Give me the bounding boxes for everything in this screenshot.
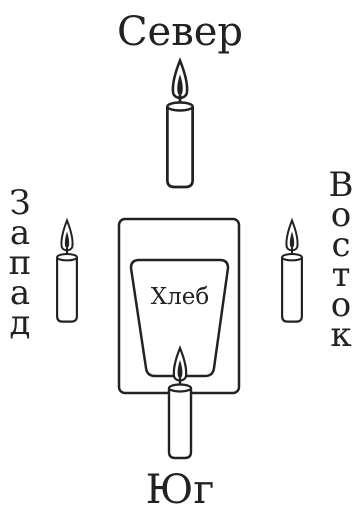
east-label: В о с т о к	[329, 165, 354, 355]
north-label: Север	[117, 9, 243, 55]
east-letter-4: т	[332, 255, 351, 295]
west-candle	[55, 219, 79, 323]
west-letter-4: а	[10, 273, 30, 313]
east-letter-6: к	[330, 315, 351, 355]
east-letter-3: с	[331, 225, 350, 265]
west-letter-2: а	[10, 213, 30, 253]
east-letter-1: В	[329, 165, 354, 205]
bread-shape	[129, 258, 230, 378]
west-label: З а п а д	[9, 183, 32, 343]
bread-label: Хлеб	[151, 284, 209, 310]
south-label: Юг	[146, 467, 215, 513]
east-letter-5: о	[331, 285, 351, 325]
east-letter-2: о	[331, 195, 351, 235]
west-letter-3: п	[9, 243, 32, 283]
east-candle	[280, 219, 304, 323]
west-letter-1: З	[9, 183, 30, 223]
west-letter-5: д	[10, 303, 31, 343]
north-candle	[165, 59, 195, 189]
